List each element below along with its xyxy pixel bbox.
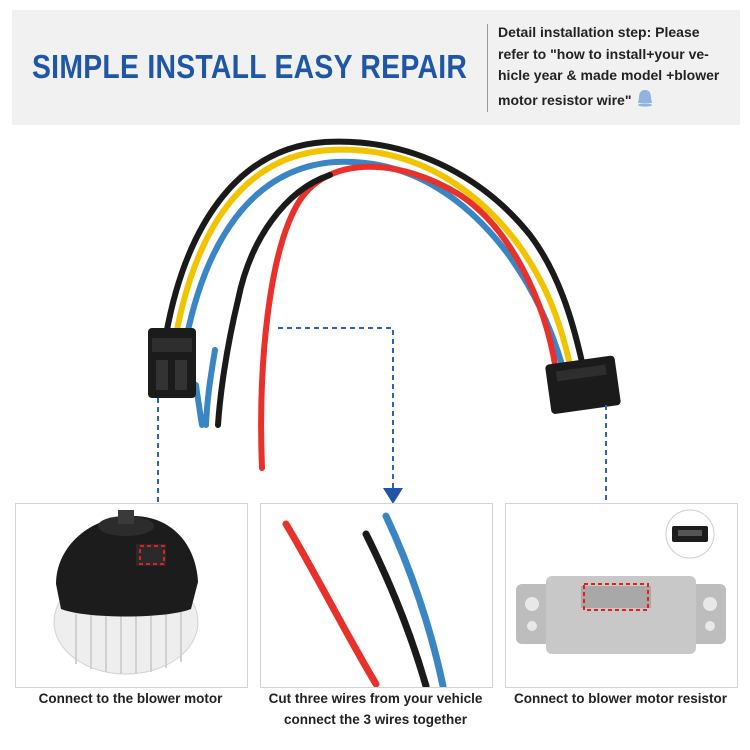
arrowhead-middle bbox=[383, 488, 403, 504]
panel-resistor bbox=[505, 503, 738, 688]
blower-motor-image bbox=[53, 510, 199, 675]
guide-middle bbox=[278, 327, 394, 488]
header-banner: SIMPLE INSTALL EASY REPAIR Detail instal… bbox=[12, 10, 740, 125]
caption-wire-ends: Cut three wires from your vehicle connec… bbox=[268, 691, 483, 727]
wire-red-end bbox=[282, 520, 380, 687]
resistor-connector-highlight bbox=[583, 583, 649, 611]
caption-blower-motor: Connect to the blower motor bbox=[38, 691, 223, 706]
wire-black bbox=[163, 138, 585, 365]
headline: SIMPLE INSTALL EASY REPAIR bbox=[32, 48, 468, 85]
wire-black-drop bbox=[215, 297, 241, 428]
install-note-line: hicle year & made model +blower bbox=[498, 67, 720, 83]
wire-blue-drop bbox=[203, 347, 218, 428]
wire-black-end bbox=[362, 530, 430, 687]
install-note-line: refer to "how to install+your ve- bbox=[498, 45, 709, 62]
install-note-line: motor resistor wire" bbox=[498, 87, 736, 116]
header-divider bbox=[487, 24, 488, 112]
panel-blower-motor bbox=[15, 503, 248, 688]
wire-ends-image bbox=[282, 512, 447, 687]
left-connector bbox=[148, 328, 196, 398]
resistor-image bbox=[516, 509, 726, 654]
wire-blue bbox=[183, 158, 566, 371]
wire-red bbox=[258, 163, 559, 471]
bell-icon bbox=[634, 87, 656, 116]
right-connector bbox=[545, 355, 621, 414]
caption-resistor: Connect to blower motor resistor bbox=[513, 691, 728, 706]
wire-blue-end bbox=[193, 382, 205, 428]
wire-blue-end-panel bbox=[382, 512, 447, 687]
panel-wire-ends bbox=[260, 503, 493, 688]
install-note-line: Detail installation step: Please bbox=[498, 24, 700, 40]
wire-black-link bbox=[235, 172, 333, 303]
wire-yellow bbox=[173, 146, 573, 368]
install-note: Detail installation step: Please refer t… bbox=[498, 22, 736, 115]
